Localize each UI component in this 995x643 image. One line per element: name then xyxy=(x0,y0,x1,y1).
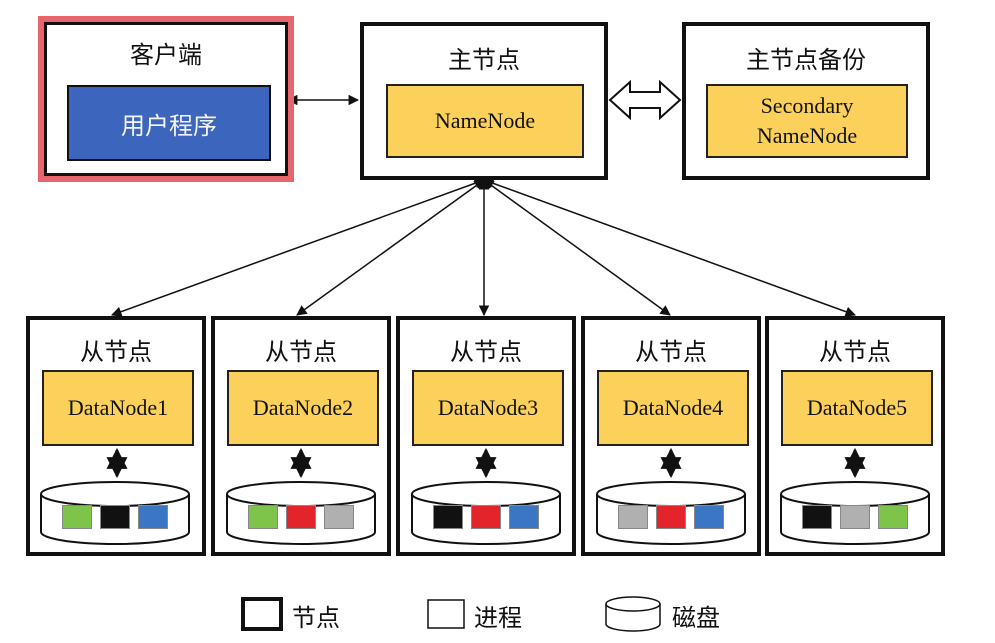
secondary-namenode-process: Secondary NameNode xyxy=(706,84,908,158)
master-to-datanode5-arrow xyxy=(483,178,856,317)
data-block xyxy=(618,505,648,529)
slave-node-4: 从节点 DataNode4 xyxy=(581,316,761,556)
legend-node-label: 节点 xyxy=(292,606,340,632)
data-block xyxy=(694,505,724,529)
data-block xyxy=(286,505,316,529)
slave-node-5: 从节点 DataNode5 xyxy=(765,316,945,556)
data-block xyxy=(878,505,908,529)
data-block xyxy=(471,505,501,529)
slave-node-1: 从节点 DataNode1 xyxy=(26,316,206,556)
master-to-datanode1-arrow xyxy=(111,178,485,317)
master-title: 主节点 xyxy=(448,48,520,74)
slave-title: 从节点 xyxy=(635,340,707,366)
datanode3-process: DataNode3 xyxy=(412,370,564,446)
datanode4-process: DataNode4 xyxy=(597,370,749,446)
master-backup-double-arrow xyxy=(608,79,682,121)
data-block xyxy=(433,505,463,529)
secondary-namenode-line1: Secondary xyxy=(760,93,854,118)
data-block xyxy=(100,505,130,529)
data-block xyxy=(802,505,832,529)
data-block xyxy=(509,505,539,529)
data-block xyxy=(62,505,92,529)
data-block xyxy=(324,505,354,529)
backup-node: 主节点备份 Secondary NameNode xyxy=(682,22,930,180)
master-node: 主节点 NameNode xyxy=(360,22,608,180)
data-block xyxy=(840,505,870,529)
legend-process-icon xyxy=(427,599,465,629)
slave-title: 从节点 xyxy=(265,340,337,366)
legend-disk-icon xyxy=(605,596,661,632)
client-highlight-frame xyxy=(38,16,294,182)
user-program-process: 用户程序 xyxy=(67,85,271,161)
slave-node-2: 从节点 DataNode2 xyxy=(211,316,391,556)
client-node: 客户端 用户程序 xyxy=(44,22,288,176)
slave-title: 从节点 xyxy=(819,340,891,366)
legend-node-icon xyxy=(241,597,283,631)
backup-title: 主节点备份 xyxy=(746,48,866,74)
legend-process-label: 进程 xyxy=(474,606,522,632)
datanode1-process: DataNode1 xyxy=(42,370,194,446)
slave-title: 从节点 xyxy=(80,340,152,366)
data-block xyxy=(248,505,278,529)
master-to-datanode4-arrow xyxy=(483,179,671,316)
data-block xyxy=(656,505,686,529)
client-title: 客户端 xyxy=(130,43,202,69)
slave-title: 从节点 xyxy=(450,340,522,366)
data-block xyxy=(138,505,168,529)
datanode5-process: DataNode5 xyxy=(781,370,933,446)
secondary-namenode-line2: NameNode xyxy=(756,123,858,148)
slave-node-3: 从节点 DataNode3 xyxy=(396,316,576,556)
namenode-process: NameNode xyxy=(386,84,584,158)
master-to-datanode2-arrow xyxy=(296,179,485,316)
legend-disk-label: 磁盘 xyxy=(672,606,720,632)
datanode2-process: DataNode2 xyxy=(227,370,379,446)
